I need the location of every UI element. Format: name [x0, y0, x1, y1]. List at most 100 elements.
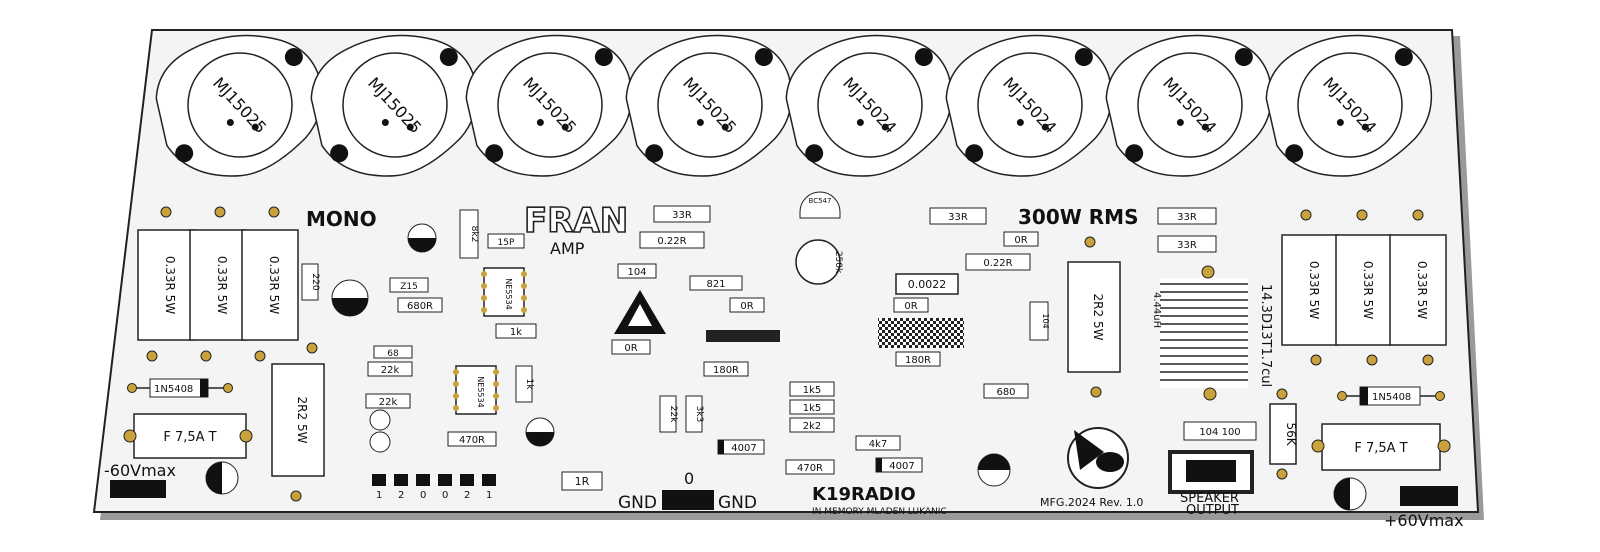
gnd-left-label: GND	[618, 493, 657, 513]
svg-text:250k: 250k	[833, 251, 843, 274]
ic-ne5534-lower: NE5534	[453, 365, 499, 415]
neg-supply-label: -60Vmax	[104, 461, 176, 480]
power-resistors-right: 0.33R 5W 0.33R 5W 0.33R 5W	[1281, 209, 1447, 366]
gnd-zero-label: 0	[684, 469, 694, 488]
svg-text:180R: 180R	[713, 365, 739, 376]
svg-text:56K: 56K	[1284, 422, 1298, 446]
power-resistor-label: 0.33R 5W	[1415, 261, 1429, 320]
svg-text:F 7,5A T: F 7,5A T	[163, 430, 216, 445]
svg-text:OUTPUT: OUTPUT	[1186, 503, 1239, 518]
power-resistor-label: 0.33R 5W	[163, 256, 177, 315]
svg-text:F 7,5A T: F 7,5A T	[1354, 441, 1407, 456]
svg-text:8k2: 8k2	[469, 226, 479, 243]
svg-text:0.22R: 0.22R	[983, 258, 1012, 269]
neg-supply-pad	[110, 480, 166, 498]
svg-text:0.22R: 0.22R	[657, 236, 686, 247]
power-resistors-left: 0.33R 5W 0.33R 5W 0.33R 5W	[137, 206, 299, 362]
transistor-row: MJ15025 MJ15025 MJ15025 MJ15025	[155, 34, 1433, 177]
svg-text:1: 1	[486, 490, 492, 501]
ic-ne5534-upper: NE5534	[481, 267, 527, 317]
gnd-pad	[662, 490, 714, 510]
esd-warning-icon	[614, 290, 666, 334]
hatched-area	[878, 318, 964, 348]
svg-text:1k: 1k	[524, 379, 534, 391]
svg-text:15P: 15P	[498, 238, 515, 248]
fuse-right: F 7,5A T	[1311, 423, 1451, 471]
svg-text:180R: 180R	[905, 355, 931, 366]
svg-text:2R2 5W: 2R2 5W	[1091, 294, 1105, 341]
svg-text:NE5534: NE5534	[476, 376, 485, 407]
svg-text:4k7: 4k7	[869, 439, 888, 450]
transistor-outline-icon: MJ15024	[945, 34, 1113, 177]
svg-text:33R: 33R	[672, 210, 692, 221]
pos-supply-label: +60Vmax	[1384, 511, 1464, 530]
svg-text:0.0022: 0.0022	[908, 278, 947, 291]
brand-label: K19RADIO	[812, 484, 916, 505]
svg-text:4007: 4007	[889, 461, 914, 472]
power-resistor-label: 0.33R 5W	[267, 256, 281, 315]
transistor-outline-icon: MJ15025	[465, 34, 633, 177]
power-resistor-label: 0.33R 5W	[1361, 261, 1375, 320]
diode-left: 1N5408	[127, 378, 233, 398]
vertical-resistors: 8k2 220 1k 3k3 22k	[301, 209, 704, 433]
svg-text:1R: 1R	[575, 475, 590, 488]
svg-text:470R: 470R	[459, 435, 485, 446]
svg-text:SPEAKER: SPEAKER	[1180, 491, 1239, 506]
electrolytic-caps	[205, 223, 1367, 511]
mono-label: MONO	[306, 207, 377, 231]
svg-text:1k: 1k	[510, 327, 522, 338]
svg-text:821: 821	[706, 279, 725, 290]
svg-text:470R: 470R	[797, 463, 823, 474]
svg-text:3k3: 3k3	[694, 406, 704, 423]
svg-text:680: 680	[996, 387, 1015, 398]
svg-text:0R: 0R	[904, 301, 917, 312]
diode-right: 1N5408	[1337, 386, 1445, 406]
power-resistor-label: 0.33R 5W	[1307, 261, 1321, 320]
svg-text:22k: 22k	[379, 397, 398, 408]
svg-text:0R: 0R	[740, 301, 753, 312]
svg-text:104: 104	[1041, 313, 1050, 328]
svg-text:0: 0	[442, 490, 448, 501]
svg-text:2: 2	[464, 490, 470, 501]
svg-text:2k2: 2k2	[803, 421, 822, 432]
coil-icon: 14.3D13T1.7cul 4.44uH	[1151, 265, 1273, 401]
amp-logo: AMP	[550, 239, 585, 258]
gnd-right-label: GND	[718, 493, 757, 513]
svg-text:1k5: 1k5	[803, 403, 822, 414]
trim-pot: 250k	[795, 239, 843, 285]
bc547-transistor: BC547	[799, 191, 841, 219]
svg-text:1N5408: 1N5408	[154, 384, 193, 395]
memorial-label: IN MEMORY MLADEN LUKANIC	[812, 507, 947, 517]
transistor-outline-icon: MJ15024	[1265, 34, 1433, 177]
resistor-2r2-center: 2R2 5W	[1067, 236, 1121, 398]
svg-text:4007: 4007	[731, 443, 756, 454]
power-rating: 300W RMS	[1018, 205, 1138, 229]
transistor-outline-icon: MJ15024	[785, 34, 953, 177]
svg-text:104: 104	[627, 267, 646, 278]
svg-text:33R: 33R	[1177, 212, 1197, 223]
hatched-bar	[706, 330, 780, 342]
svg-text:1: 1	[376, 490, 382, 501]
coil-inductance: 4.44uH	[1151, 292, 1162, 328]
capacitor-104b	[1029, 301, 1049, 341]
pos-supply-pad	[1400, 486, 1458, 506]
svg-text:33R: 33R	[1177, 240, 1197, 251]
transistor-outline-icon: MJ15025	[310, 34, 478, 177]
svg-text:BC547: BC547	[809, 197, 832, 205]
transistor-outline-icon: MJ15025	[625, 34, 793, 177]
svg-text:Z15: Z15	[400, 282, 418, 292]
svg-text:1k5: 1k5	[803, 385, 822, 396]
svg-text:104 100: 104 100	[1199, 427, 1240, 438]
svg-text:2: 2	[398, 490, 404, 501]
coil-spec: 14.3D13T1.7cul	[1258, 284, 1273, 387]
header-pins: 1 2 0 0 2 1	[372, 474, 496, 501]
manufacture-label: MFG.2024 Rev. 1.0	[1040, 496, 1143, 509]
svg-text:680R: 680R	[407, 301, 433, 312]
speaker-output: SPEAKER OUTPUT	[1168, 450, 1254, 518]
svg-text:NE5534: NE5534	[504, 278, 513, 309]
transistor-outline-icon: MJ15024	[1105, 34, 1273, 177]
svg-text:1N5408: 1N5408	[1372, 392, 1411, 403]
small-resistors: 33R 0.22R 33R 33R 33R 0.22R 0R 0R 0R 0R …	[365, 205, 1257, 491]
transistor-outline-icon: MJ15025	[155, 34, 323, 177]
power-resistor-label: 0.33R 5W	[215, 256, 229, 315]
